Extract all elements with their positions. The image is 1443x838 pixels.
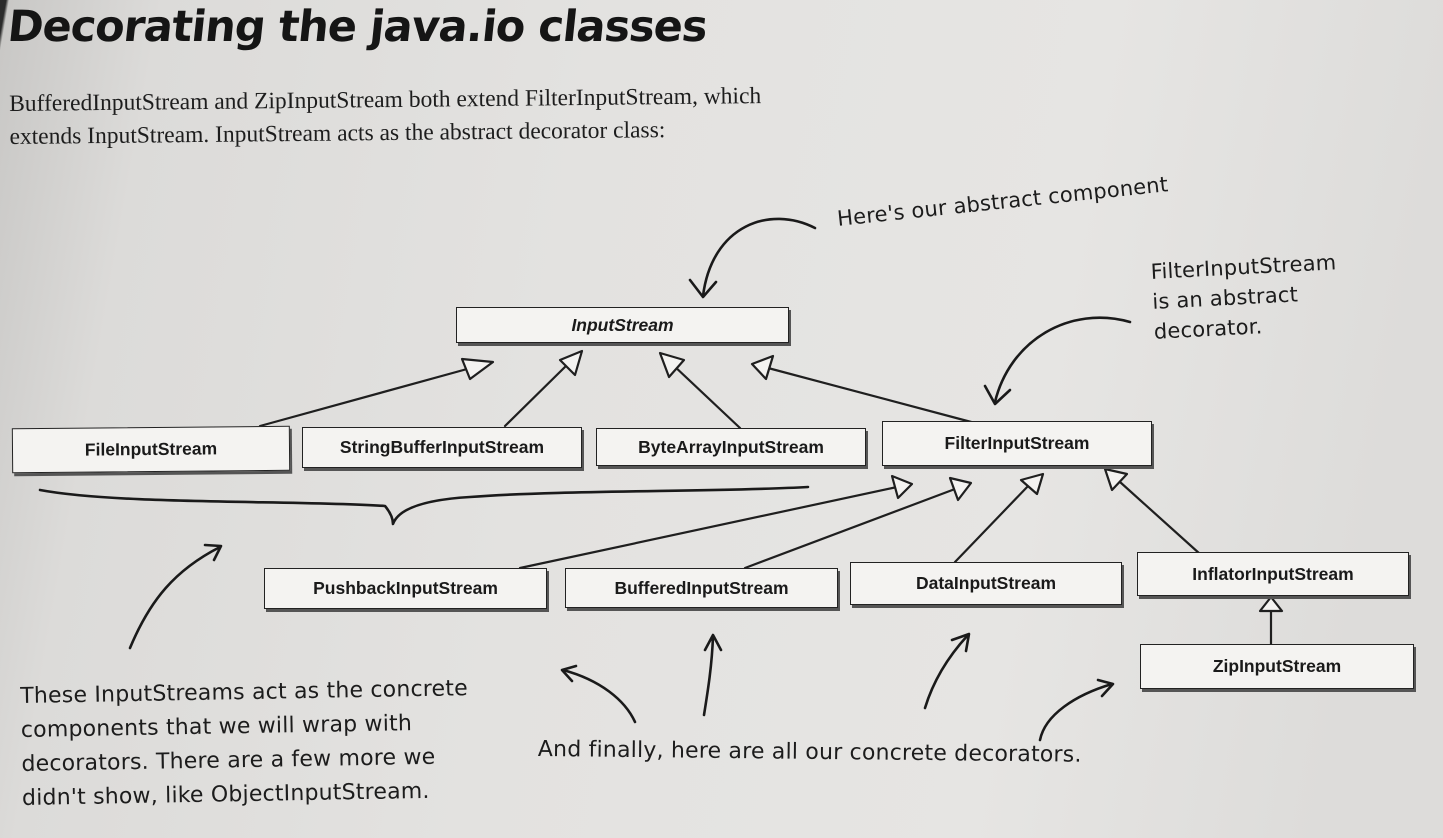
class-box-bytearrayinputstream: ByteArrayInputStream [596, 428, 866, 466]
arrowhead-bytearray [658, 351, 686, 379]
hand-arrowhead-abstract-decorator [983, 384, 1012, 406]
arrowhead-inflator [1103, 467, 1129, 492]
inherit-line-stringbuffer [503, 362, 570, 428]
arrowhead-file [460, 357, 495, 381]
hand-arrow-concrete-components [128, 545, 222, 650]
class-box-bufferedinputstream: BufferedInputStream [565, 568, 838, 608]
annotation-concrete-components: These InputStreams act as the concrete c… [20, 672, 470, 816]
class-box-pushbackinputstream: PushbackInputStream [264, 568, 547, 609]
hand-arrow-decorators-2 [702, 634, 715, 717]
hand-arrowhead-decorators-1 [560, 664, 578, 683]
arrowhead-zip [1258, 595, 1284, 613]
inherit-line-inflator [1118, 480, 1202, 556]
inherit-line-data [953, 482, 1032, 564]
hand-arrow-abstract-decorator [993, 316, 1132, 404]
hand-arrowhead-abstract-component [688, 278, 718, 299]
hand-arrowhead-decorators-4 [1096, 678, 1115, 698]
hand-arrowhead-concrete-components [203, 543, 223, 562]
class-box-filterinputstream: FilterInputStream [882, 421, 1152, 466]
brace-concrete-components [38, 485, 810, 526]
hand-arrowhead-decorators-2 [703, 633, 723, 652]
hand-arrow-decorators-3 [923, 633, 970, 710]
arrowhead-buffered [948, 476, 973, 502]
arrowhead-filter [750, 354, 775, 381]
inherit-line-filter [766, 366, 977, 425]
class-box-zipinputstream: ZipInputStream [1140, 644, 1414, 689]
class-box-inputstream: InputStream [456, 307, 789, 343]
hand-arrow-abstract-component [701, 217, 817, 298]
class-box-datainputstream: DataInputStream [850, 562, 1122, 605]
hand-arrow-decorators-1 [561, 668, 637, 724]
inherit-line-pushback [518, 485, 899, 570]
hand-arrow-decorators-4 [1038, 682, 1114, 742]
inherit-line-bytearray [670, 362, 742, 430]
arrowhead-stringbuffer [558, 349, 584, 377]
arrowhead-data [1019, 472, 1045, 496]
class-box-fileinputstream: FileInputStream [11, 425, 291, 474]
inherit-line-file [258, 364, 480, 428]
annotation-abstract-decorator: FilterInputStream is an abstract decorat… [1150, 247, 1340, 347]
class-box-inflatorinputstream: InflatorInputStream [1137, 552, 1409, 596]
arrowhead-pushback [890, 474, 914, 500]
inherit-line-buffered [743, 487, 957, 570]
hand-arrowhead-decorators-3 [950, 632, 971, 653]
class-box-stringbufferinputstream: StringBufferInputStream [302, 427, 582, 468]
